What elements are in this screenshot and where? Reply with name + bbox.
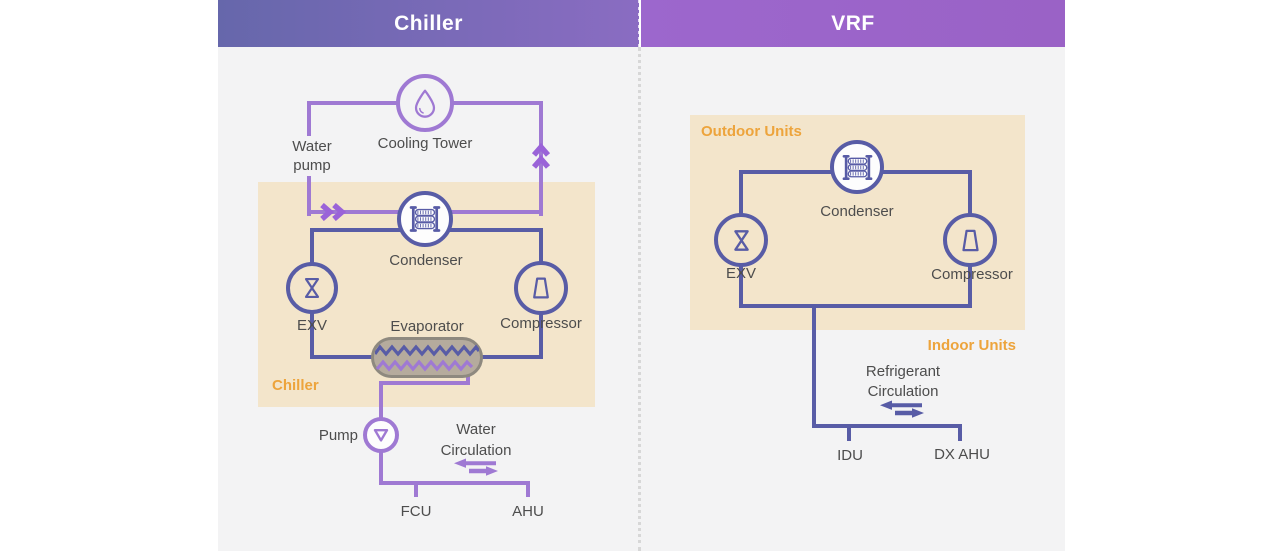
refrigerant-line-left-lower [310,288,314,359]
expansion-valve-icon [724,223,759,258]
panel-divider-header [638,0,641,47]
ahu-label: AHU [512,503,544,520]
panel-divider [638,47,641,551]
vrf-line-right-upper [968,170,972,242]
vrf-line-left-upper [739,170,743,242]
compressor-icon [524,271,558,305]
cooling-tower-label: Cooling Tower [377,135,473,152]
refrigerant-line-left-upper [310,228,314,290]
chilled-water-evaporator-drop [466,376,470,385]
refrigerant-line-right-upper [539,228,543,290]
water-circulation-arrows-icon [452,458,498,476]
vrf-header-title: VRF [831,11,875,35]
chiller-condenser-label: Condenser [389,252,463,269]
chiller-header-title: Chiller [394,11,463,35]
vrf-condenser-node [830,140,884,194]
idu-label: IDU [837,447,863,464]
vrf-header: VRF [641,0,1065,47]
chiller-header: Chiller [218,0,639,47]
chiller-compressor-node [514,261,568,315]
refrigerant-circulation-arrows-icon [878,400,924,418]
idu-branch-line [847,424,851,441]
water-pump-label: Water pump [283,136,341,176]
evaporator-zigzag-icon [375,341,479,374]
pump-label: Pump [318,427,358,444]
vrf-exv-node [714,213,768,267]
chilled-water-horizontal [379,381,470,385]
vrf-line-right-lower [968,240,972,308]
vrf-line-left-lower [739,240,743,308]
compressor-icon [953,223,988,258]
indoor-units-label: Indoor Units [927,337,1016,354]
vrf-condenser-label: Condenser [820,203,894,220]
chiller-condenser-node [397,191,453,247]
refrigerant-circulation-label: Refrigerant Circulation [865,363,941,400]
chilled-water-to-pump [379,381,383,437]
water-circulation-label: Water Circulation [440,421,512,459]
condenser-coil-icon [407,201,443,237]
outdoor-units-label: Outdoor Units [701,123,802,140]
flow-chevron-right-icon [318,203,352,221]
chilled-water-manifold [379,481,530,485]
vrf-line-indoor-manifold [812,424,962,428]
vrf-compressor-label: Compressor [931,266,1013,283]
chiller-exv-label: EXV [296,317,327,334]
condenser-coil-icon [840,150,875,185]
expansion-valve-icon [295,271,329,305]
water-droplet-icon [408,86,442,120]
pump-triangle-icon [369,423,393,447]
chiller-compressor-label: Compressor [500,315,582,332]
chilled-water-from-pump [379,437,383,485]
fcu-label: FCU [400,503,432,520]
flow-chevron-up-icon [532,143,550,177]
vrf-exv-label: EXV [725,265,756,282]
refrigerant-line-right-lower [539,288,543,359]
evaporator-node [371,337,483,378]
pump-node [363,417,399,453]
ahu-branch-line [526,481,530,497]
dx-ahu-label: DX AHU [934,446,990,463]
cooling-tower-node [396,74,454,132]
vrf-compressor-node [943,213,997,267]
evaporator-label: Evaporator [390,318,464,335]
chiller-box-label: Chiller [272,377,319,394]
dx-ahu-branch-line [958,424,962,441]
chiller-exv-node [286,262,338,314]
vrf-line-center-vertical [812,304,816,428]
fcu-branch-line [414,481,418,497]
vrf-line-bottom [739,304,972,308]
